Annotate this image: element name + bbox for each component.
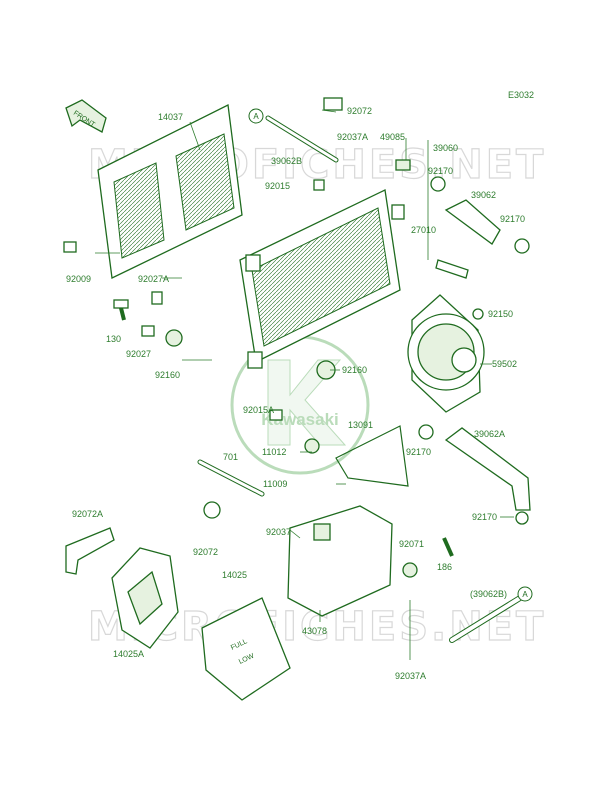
- tank-cover: FULL LOW: [201, 597, 291, 701]
- part-label: 186: [437, 562, 452, 572]
- reserve-tank: [287, 425, 409, 617]
- part-labels: 14037 92072 92037A 49085 39060 39062B 92…: [66, 106, 525, 681]
- part-label: 92015: [265, 181, 290, 191]
- part-label: 39060: [433, 143, 458, 153]
- part-label: 14025: [222, 570, 247, 580]
- part-label: 130: [106, 334, 121, 344]
- part-label: 92170: [500, 214, 525, 224]
- part-label: 59502: [492, 359, 517, 369]
- part-label: 39062A: [474, 429, 505, 439]
- part-label: 92170: [406, 447, 431, 457]
- pipe-39062b-top: [265, 115, 339, 163]
- part-label: 92009: [66, 274, 91, 284]
- part-label: 11009: [263, 479, 287, 489]
- cover-14025a: [111, 547, 179, 649]
- part-label: 92015A: [243, 405, 274, 415]
- part-label: 49085: [380, 132, 405, 142]
- part-label: 92160: [155, 370, 180, 380]
- part-label: 92027: [126, 349, 151, 359]
- upper-hose-39062: [444, 199, 501, 245]
- part-label: 92027A: [138, 274, 169, 284]
- part-label: 92071: [399, 539, 424, 549]
- part-label: 39062: [471, 190, 496, 200]
- part-label: 13091: [348, 420, 373, 430]
- lower-hose-39062a: [444, 427, 531, 511]
- diagram-code: E3032: [508, 90, 534, 100]
- radiator-screen: [97, 104, 243, 279]
- part-label: 14037: [158, 112, 183, 122]
- ref-marker-top: A: [248, 108, 264, 124]
- part-label: 92037A: [337, 132, 368, 142]
- pipe-39062b-bottom: [449, 595, 523, 643]
- part-label: 701: [223, 452, 238, 462]
- cooling-fan: [407, 294, 485, 413]
- part-label: (39062B): [470, 589, 507, 599]
- ref-marker-bottom: A: [517, 586, 533, 602]
- part-label: 92072: [347, 106, 372, 116]
- part-label: 14025A: [113, 649, 144, 659]
- part-label: 11012: [262, 447, 286, 457]
- part-label: 27010: [411, 225, 436, 235]
- radiator: [239, 189, 405, 369]
- part-label: 92037: [266, 527, 291, 537]
- part-label: 92072: [193, 547, 218, 557]
- part-label: 92072A: [72, 509, 103, 519]
- bracket-92072a: [65, 527, 115, 575]
- part-label: 92150: [488, 309, 513, 319]
- part-label: 43078: [302, 626, 327, 636]
- pipe-701: [197, 459, 265, 497]
- svg-text:A: A: [522, 590, 528, 599]
- svg-text:A: A: [253, 112, 259, 121]
- part-label: 92160: [342, 365, 367, 375]
- part-label: 92037A: [395, 671, 426, 681]
- part-label: 92170: [428, 166, 453, 176]
- small-hardware: [63, 97, 530, 578]
- part-label: 39062B: [271, 156, 302, 166]
- leader-lines: [95, 109, 514, 660]
- part-label: 92170: [472, 512, 497, 522]
- front-arrow: FRONT: [65, 99, 107, 133]
